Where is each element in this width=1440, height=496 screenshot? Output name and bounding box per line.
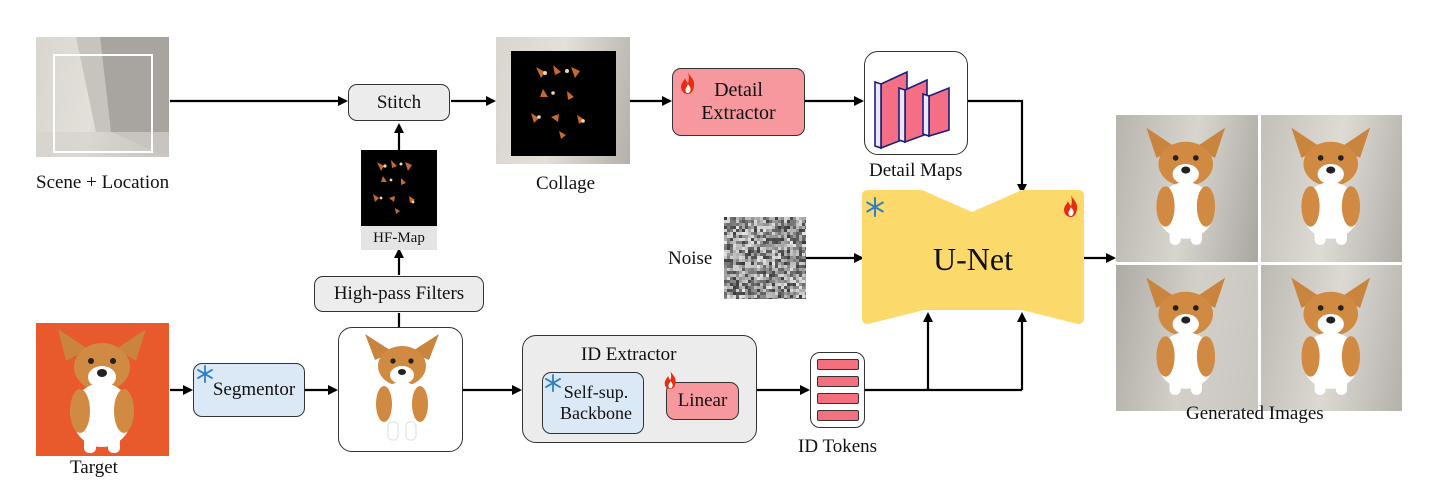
backbone-label: Self-sup. Backbone <box>560 382 632 423</box>
id-token <box>816 376 859 387</box>
segmentor-block: Segmentor <box>193 363 305 417</box>
stitch-block: Stitch <box>348 84 450 121</box>
id-tokens-box <box>810 352 865 428</box>
fire-icon <box>664 370 676 390</box>
id-token <box>816 410 859 421</box>
hf-map-caption: HF-Map <box>361 226 437 250</box>
snowflake-icon <box>545 374 561 392</box>
snowflake-icon <box>866 197 884 217</box>
id-token <box>816 393 859 404</box>
target-image <box>36 323 169 456</box>
target-label: Target <box>70 457 118 478</box>
generated-image <box>1260 264 1402 411</box>
detail-extractor-block: Detail Extractor <box>672 68 805 136</box>
fire-icon <box>681 72 695 94</box>
detail-extractor-label: Detail Extractor <box>701 79 776 124</box>
id-token <box>816 359 859 370</box>
collage-label: Collage <box>536 173 596 194</box>
id-extractor-title: ID Extractor <box>581 344 677 365</box>
snowflake-icon <box>197 365 213 383</box>
id-tokens-label: ID Tokens <box>798 436 878 457</box>
backbone-block: Self-sup. Backbone <box>542 372 644 434</box>
fire-icon <box>1064 195 1078 217</box>
scene-label: Scene + Location <box>36 172 170 193</box>
location-box <box>53 54 153 153</box>
generated-images-label: Generated Images <box>1186 403 1324 424</box>
generated-image <box>1260 115 1402 262</box>
detail-maps-box <box>864 51 968 155</box>
high-pass-filters-block: High-pass Filters <box>314 276 484 312</box>
unet-label: U-Net <box>933 241 1013 277</box>
noise-image <box>724 217 806 299</box>
hf-map-image <box>361 150 437 226</box>
generated-image <box>1116 264 1258 411</box>
segmented-target-box <box>338 327 463 452</box>
hf-map-label: HF-Map <box>373 229 425 246</box>
linear-block: Linear <box>666 382 739 420</box>
detail-maps-label: Detail Maps <box>869 160 963 181</box>
scene-image <box>36 37 169 157</box>
collage-image <box>496 37 630 164</box>
generated-image <box>1116 115 1258 262</box>
generated-images-grid <box>1116 115 1402 411</box>
unet-block <box>862 190 1084 324</box>
noise-label: Noise <box>668 248 713 269</box>
